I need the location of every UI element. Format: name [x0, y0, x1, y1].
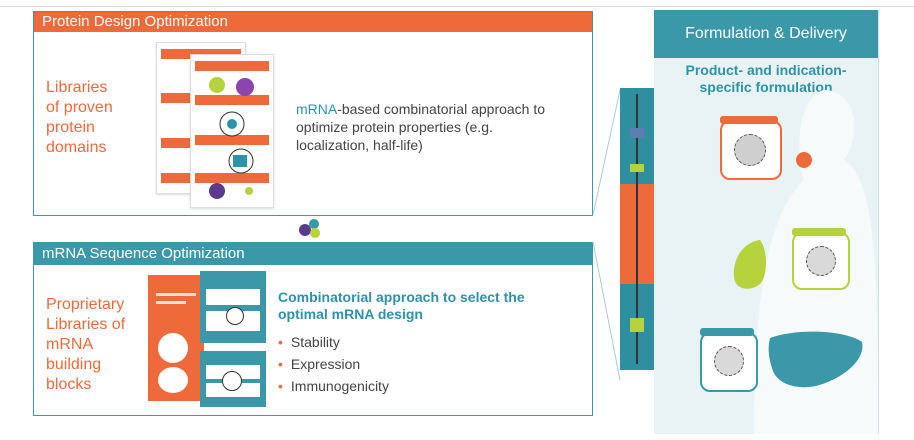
formulation-delivery-panel: Formulation & Delivery Product- and indi… [654, 10, 878, 434]
sequence-bullets: •Stability •Expression •Immunogenicity [278, 331, 389, 397]
element-library-card-bottom [200, 351, 266, 407]
lung-organ-icon [733, 240, 766, 289]
protein-design-panel: Protein Design Optimization Libraries of… [33, 11, 593, 216]
connector-molecule-icon [299, 219, 320, 238]
top-divider [0, 6, 914, 7]
domain-library-card-front [190, 54, 274, 208]
target-cell-orange-icon [796, 152, 812, 168]
mrna-strip [620, 88, 654, 370]
sequence-heading: Combinatorial approach to select the opt… [278, 289, 525, 322]
bullet-item: •Expression [278, 356, 361, 372]
element-library-card-top [200, 271, 266, 343]
liver-organ-icon [768, 331, 863, 388]
convergence-lines [592, 89, 621, 381]
bullet-item: •Immunogenicity [278, 378, 389, 394]
lime-formulation-jar-icon [792, 228, 850, 290]
protein-domain-icons [209, 77, 254, 199]
mrna-sequence-panel: mRNA Sequence Optimization Proprietary L… [33, 242, 593, 416]
panel-title: Protein Design Optimization [34, 12, 592, 32]
panel-title: mRNA Sequence Optimization [34, 243, 592, 265]
formulation-subtitle: Product- and indication- specific formul… [685, 62, 847, 95]
bullet-item: •Stability [278, 334, 340, 350]
orange-formulation-jar-icon [720, 116, 782, 180]
building-blocks-label: Proprietary Libraries of mRNA building b… [46, 296, 126, 393]
libraries-label: Libraries of proven protein domains [46, 79, 113, 156]
teal-formulation-jar-icon [700, 328, 758, 392]
right-divider [878, 10, 879, 434]
protein-description: mRNA-based combinatorial approach to opt… [296, 101, 546, 153]
utr-library-card [148, 275, 204, 401]
panel-title: Formulation & Delivery [654, 10, 878, 58]
